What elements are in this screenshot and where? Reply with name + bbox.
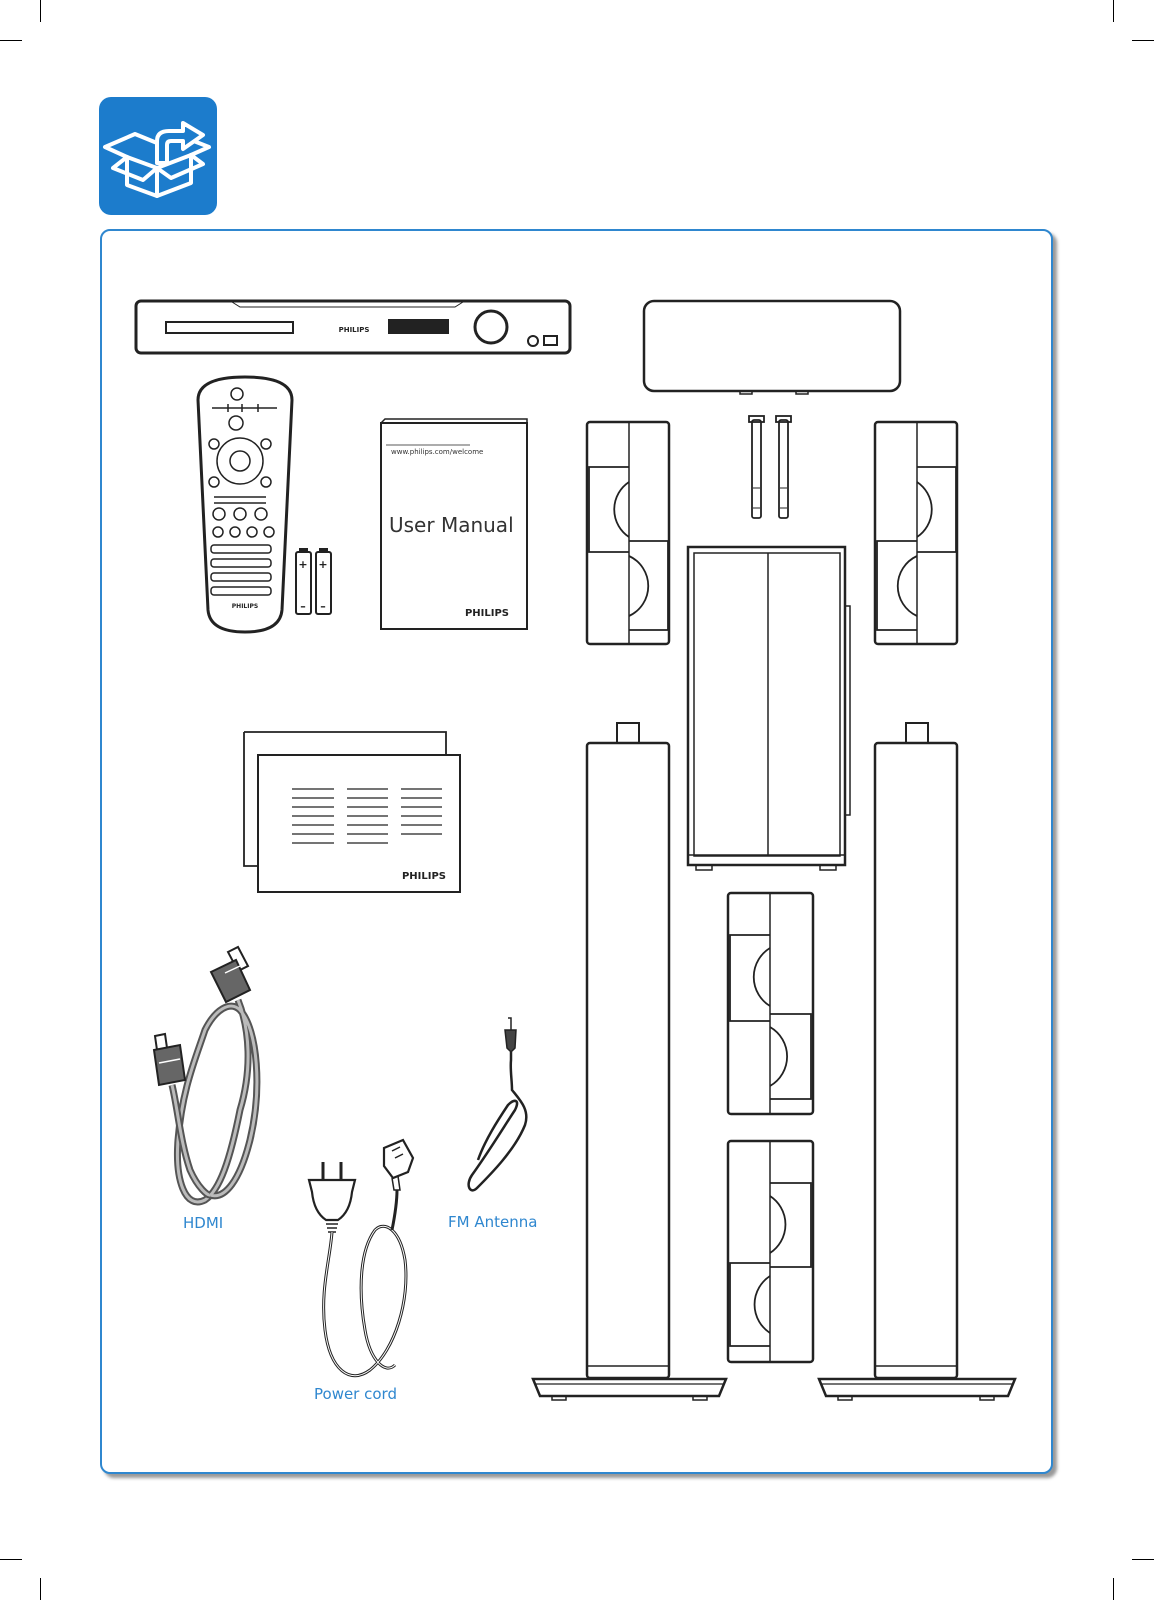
crop-mark [1113, 0, 1114, 22]
center-speaker [642, 299, 902, 395]
unbox-badge [99, 97, 217, 215]
battery-minus-sign: – [300, 600, 306, 613]
quick-start-leaflet: PHILIPS [243, 731, 461, 893]
crop-mark [1132, 1559, 1154, 1560]
battery-minus-sign: – [320, 600, 326, 613]
label-fm-antenna: FM Antenna [448, 1213, 538, 1231]
manual-url: www.philips.com/welcome [391, 448, 483, 456]
manual-brand: PHILIPS [465, 608, 509, 619]
batteries: + + – – [295, 548, 332, 615]
crop-mark [0, 1559, 22, 1560]
subwoofer [686, 545, 851, 871]
open-box-arrow-icon [103, 121, 211, 198]
manual-title: User Manual [389, 513, 514, 537]
crop-mark [1113, 1578, 1114, 1600]
crop-mark [0, 40, 22, 41]
label-hdmi: HDMI [183, 1214, 224, 1232]
front-speaker-small-top [726, 891, 815, 1116]
user-manual: www.philips.com/welcome User Manual PHIL… [380, 418, 528, 630]
hdmi-cable [152, 945, 261, 1206]
crop-mark [1132, 40, 1154, 41]
remote-brand: PHILIPS [232, 603, 258, 610]
main-unit: PHILIPS [134, 299, 572, 355]
speaker-bolts [748, 415, 792, 519]
rear-speaker-left [585, 420, 671, 646]
crop-mark [40, 0, 41, 22]
remote-control: PHILIPS [196, 375, 294, 634]
crop-mark [40, 1578, 41, 1600]
main-unit-brand: PHILIPS [339, 326, 370, 334]
label-power-cord: Power cord [314, 1385, 397, 1403]
power-cord [307, 1138, 415, 1378]
rear-speaker-right [873, 420, 959, 646]
front-speaker-small-bottom [726, 1139, 815, 1364]
battery-plus-sign: + [318, 558, 327, 571]
fm-antenna [467, 1017, 528, 1192]
leaflet-brand: PHILIPS [402, 871, 446, 882]
speaker-stand-left [531, 722, 728, 1401]
speaker-stand-right [817, 722, 1017, 1401]
battery-plus-sign: + [298, 558, 307, 571]
